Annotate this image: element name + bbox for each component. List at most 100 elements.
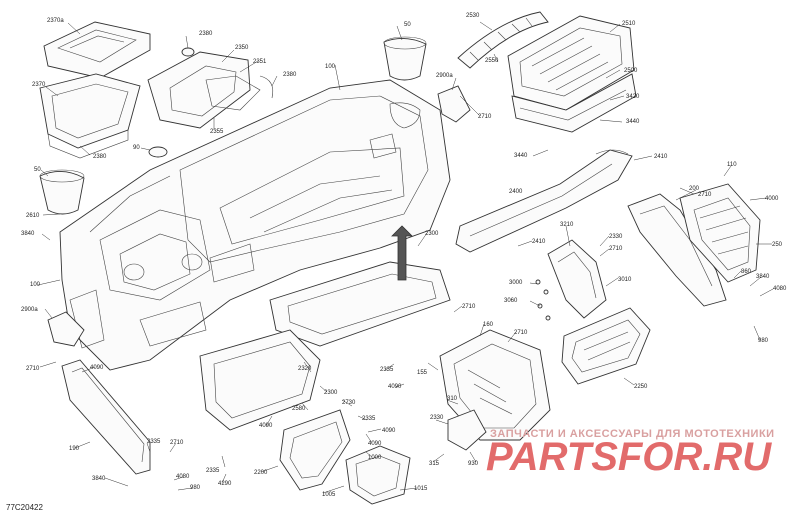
callout-2510: 2510 <box>622 21 636 27</box>
callout-2710: 2710 <box>514 330 528 336</box>
callout-980: 980 <box>190 485 201 491</box>
knob-90 <box>148 146 168 158</box>
callout-2330: 2330 <box>430 415 444 421</box>
callout-2410: 2410 <box>532 239 546 245</box>
diagram-id: 77C20422 <box>6 503 43 512</box>
callout-3420: 3420 <box>626 94 640 100</box>
callout-2550: 2550 <box>485 58 499 64</box>
callout-3440: 3440 <box>514 153 528 159</box>
callout-2370a: 2370a <box>47 18 64 24</box>
callout-4290: 4290 <box>218 481 232 487</box>
callout-2610: 2610 <box>26 213 40 219</box>
callout-2335: 2335 <box>147 439 161 445</box>
callout-2710: 2710 <box>462 304 476 310</box>
callout-2500: 2500 <box>624 68 638 74</box>
callout-2530: 2530 <box>466 13 480 19</box>
main-dashboard-100 <box>59 79 451 371</box>
callout-155: 155 <box>417 370 428 376</box>
callout-100: 100 <box>30 282 41 288</box>
callout-2710: 2710 <box>478 114 492 120</box>
callout-1005: 1005 <box>322 492 336 498</box>
callout-2710: 2710 <box>26 366 40 372</box>
callout-3440: 3440 <box>626 119 640 125</box>
callout-50: 50 <box>34 167 41 173</box>
callout-930: 930 <box>468 461 479 467</box>
callout-1000: 1000 <box>368 455 382 461</box>
panel-2200 <box>279 409 351 491</box>
cup-holder-50-top <box>383 36 427 81</box>
leader-lines <box>37 21 774 494</box>
callout-2400: 2400 <box>509 189 523 195</box>
callout-2355: 2355 <box>210 129 224 135</box>
callout-2335: 2335 <box>362 416 376 422</box>
bracket-930 <box>447 409 487 451</box>
callout-4090: 4090 <box>259 423 273 429</box>
callout-2200: 2200 <box>254 470 268 476</box>
callout-50: 50 <box>404 22 411 28</box>
callout-3840: 3840 <box>92 476 106 482</box>
gauge-panel-2250 <box>561 307 651 385</box>
bracket-3210 <box>547 239 607 319</box>
callout-2710: 2710 <box>609 246 623 252</box>
callout-860: 860 <box>741 269 752 275</box>
callout-2370: 2370 <box>32 82 46 88</box>
glovebox-tray-2300 <box>269 225 451 347</box>
lower-glovebox-2300b <box>199 329 321 431</box>
cup-holder-50-left <box>39 169 85 215</box>
vent-housing-2510 <box>507 15 637 133</box>
side-bracket-200 <box>627 193 727 307</box>
callout-labels: 2370a 2370 2380 2380 2350 2351 2380 2355… <box>21 13 787 498</box>
small-bin-1000 <box>345 445 411 505</box>
screw-cluster-3000 <box>535 279 551 321</box>
callout-4090: 4090 <box>368 441 382 447</box>
callout-2730: 2730 <box>342 400 356 406</box>
callout-2335: 2335 <box>206 468 220 474</box>
callout-2380: 2380 <box>93 154 107 160</box>
callout-3010: 3010 <box>618 277 632 283</box>
callout-2410: 2410 <box>654 154 668 160</box>
callout-3000: 3000 <box>509 280 523 286</box>
callout-4090: 4090 <box>388 384 402 390</box>
callout-4090: 4090 <box>90 365 104 371</box>
callout-2710: 2710 <box>170 440 184 446</box>
vent-frame-2350 <box>147 51 274 129</box>
callout-2710: 2710 <box>698 192 712 198</box>
callout-100: 100 <box>325 64 336 70</box>
grommet-2380 <box>181 47 195 57</box>
callout-2580: 2580 <box>292 406 306 412</box>
callout-2300: 2300 <box>425 231 439 237</box>
callout-4000: 4000 <box>765 196 779 202</box>
callout-3210: 3210 <box>560 222 574 228</box>
storage-bin-2370 <box>39 73 141 159</box>
watermark-logo: PARTSFOR.RU <box>486 435 772 479</box>
callout-2900a: 2900a <box>436 73 453 79</box>
louver-panel-250 <box>679 183 761 283</box>
callout-250: 250 <box>772 242 783 248</box>
callout-2380: 2380 <box>283 72 297 78</box>
callout-980: 980 <box>758 338 769 344</box>
callout-190: 190 <box>69 446 80 452</box>
vent-duct-2530 <box>457 11 549 69</box>
callout-2351: 2351 <box>253 59 267 65</box>
callout-160: 160 <box>483 322 494 328</box>
storage-cover-2370a <box>43 21 151 79</box>
clip-2900a-left <box>47 311 85 347</box>
callout-3840: 3840 <box>756 274 770 280</box>
callout-1015: 1015 <box>414 486 428 492</box>
callout-2380: 2380 <box>199 31 213 37</box>
callout-2330: 2330 <box>609 234 623 240</box>
callout-2300: 2300 <box>324 390 338 396</box>
cross-bar-2400 <box>455 149 633 253</box>
watermark: ЗАПЧАСТИ И АКСЕССУАРЫ ДЛЯ МОТОТЕХНИКИ PA… <box>486 428 774 479</box>
callout-2350: 2350 <box>235 45 249 51</box>
side-strip-190 <box>61 359 151 475</box>
callout-200: 200 <box>689 186 700 192</box>
callout-4090: 4090 <box>382 428 396 434</box>
callout-310: 310 <box>447 396 458 402</box>
callout-3840: 3840 <box>21 231 35 237</box>
callout-110: 110 <box>727 162 737 168</box>
callout-2335: 2335 <box>380 367 394 373</box>
callout-4080: 4080 <box>773 286 787 292</box>
callout-2320: 2320 <box>298 366 312 372</box>
